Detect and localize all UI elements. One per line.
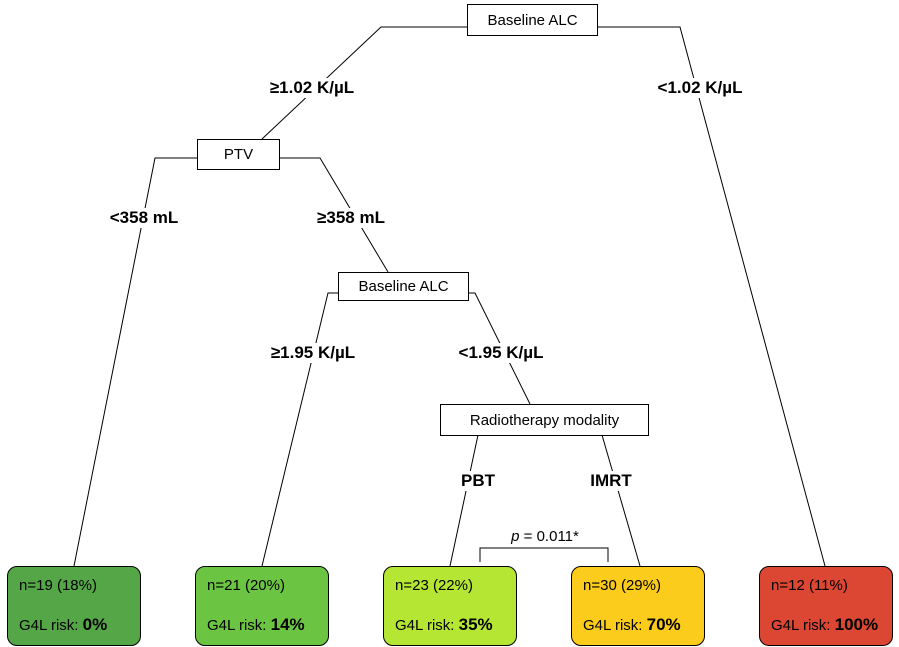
edge-label-ptv-right: ≥358 mL — [315, 208, 387, 228]
leaf-risk-value: 35% — [458, 615, 493, 634]
node-radiotherapy-modality: Radiotherapy modality — [440, 404, 649, 436]
leaf-risk: G4L risk: 0% — [19, 615, 107, 635]
edge-root-right — [597, 26, 826, 567]
p-value-text: = 0.011* — [519, 528, 579, 545]
leaf-count: n=30 (29%) — [583, 577, 661, 594]
edge-label-ptv-left: <358 mL — [107, 208, 181, 228]
leaf-count: n=23 (22%) — [395, 577, 473, 594]
leaf-count: n=21 (20%) — [207, 577, 285, 594]
edge-alc2-left — [261, 292, 338, 567]
edge-label-root-left: ≥1.02 K/µL — [267, 78, 357, 98]
leaf-risk-value: 70% — [646, 615, 681, 634]
leaf-count: n=19 (18%) — [19, 577, 97, 594]
leaf-count: n=12 (11%) — [771, 577, 848, 594]
leaf-risk-label: G4L risk: — [19, 617, 83, 634]
leaf-risk-label: G4L risk: — [395, 617, 459, 634]
leaf-risk-value: 100% — [834, 615, 879, 634]
leaf-4: n=30 (29%) G4L risk: 70% — [571, 566, 705, 646]
edge-label-pbt: PBT — [459, 471, 497, 491]
edge-ptv-left — [73, 157, 197, 567]
edge-alc2-right — [468, 292, 531, 405]
node-baseline-alc-2: Baseline ALC — [338, 272, 469, 301]
p-symbol: p — [511, 528, 520, 545]
edge-label-root-right: <1.02 K/µL — [655, 78, 745, 98]
edge-mod-left — [449, 434, 479, 567]
edge-mod-right — [601, 434, 641, 567]
leaf-5: n=12 (11%) G4L risk: 100% — [759, 566, 893, 646]
edge-ptv-right — [279, 157, 389, 273]
edge-label-imrt: IMRT — [588, 471, 634, 491]
leaf-risk-value: 14% — [270, 615, 305, 634]
leaf-risk-label: G4L risk: — [771, 617, 835, 634]
edge-label-alc2-left: ≥1.95 K/µL — [268, 343, 358, 363]
p-value-label: p = 0.011* — [508, 528, 582, 545]
edge-label-alc2-right: <1.95 K/µL — [456, 343, 546, 363]
leaf-risk-label: G4L risk: — [583, 617, 647, 634]
leaf-risk-label: G4L risk: — [207, 617, 271, 634]
leaf-risk-value: 0% — [82, 615, 108, 634]
leaf-risk: G4L risk: 35% — [395, 615, 493, 635]
leaf-risk: G4L risk: 100% — [771, 615, 878, 635]
leaf-1: n=19 (18%) G4L risk: 0% — [7, 566, 141, 646]
leaf-risk: G4L risk: 14% — [207, 615, 305, 635]
node-root-baseline-alc: Baseline ALC — [467, 4, 598, 36]
leaf-risk: G4L risk: 70% — [583, 615, 681, 635]
leaf-2: n=21 (20%) G4L risk: 14% — [195, 566, 329, 646]
node-ptv: PTV — [197, 139, 280, 170]
edge-root-left — [261, 26, 467, 140]
leaf-3: n=23 (22%) G4L risk: 35% — [383, 566, 517, 646]
p-bracket — [479, 547, 609, 562]
